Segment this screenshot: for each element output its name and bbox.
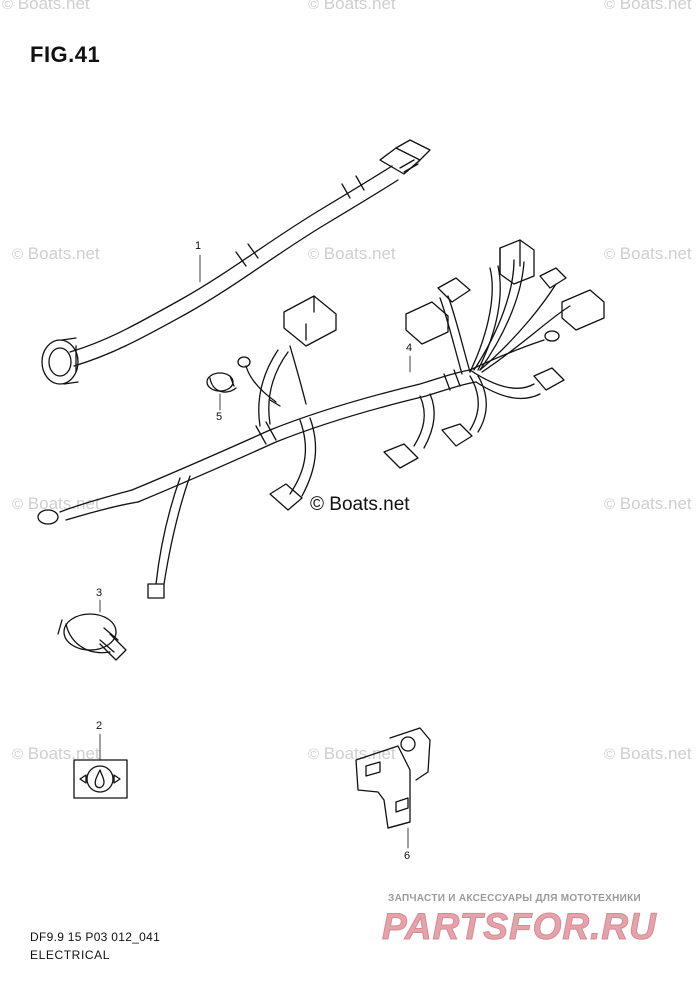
- watermark: © Boats.net: [308, 0, 396, 13]
- watermark: © Boats.net: [12, 494, 100, 513]
- center-watermark: © Boats.net: [310, 494, 410, 515]
- watermark: © Boats.net: [604, 494, 692, 513]
- callout-5: 5: [216, 411, 223, 423]
- callout-6: 6: [404, 850, 411, 862]
- watermark: © Boats.net: [12, 244, 100, 263]
- brand-logo: PARTSFOR.RU: [382, 906, 657, 948]
- watermark: © Boats.net: [12, 744, 100, 763]
- watermark: © Boats.net: [308, 244, 396, 263]
- watermark: © Boats.net: [604, 0, 692, 13]
- watermark: © Boats.net: [308, 744, 396, 763]
- part-1-harness: [41, 139, 431, 385]
- callout-3: 3: [96, 587, 103, 599]
- brand-tagline: ЗАПЧАСТИ И АКСЕССУАРЫ ДЛЯ МОТОТЕХНИКИ: [388, 893, 641, 904]
- callout-2: 2: [96, 720, 103, 732]
- footer-section-name: ELECTRICAL: [30, 948, 111, 962]
- part-6-bracket: [355, 727, 431, 829]
- callout-4: 4: [406, 342, 413, 354]
- part-2-decal: [73, 759, 128, 799]
- watermark: © Boats.net: [604, 244, 692, 263]
- part-4-main-harness: [37, 239, 605, 599]
- watermark: © Boats.net: [604, 744, 692, 763]
- part-3-oil-pressure-switch: [57, 613, 127, 661]
- part-5-clamp: [206, 372, 237, 393]
- figure-title: FIG.41: [30, 42, 101, 67]
- footer-diagram-code: DF9.9 15 P03 012_041: [30, 930, 161, 944]
- watermark: © Boats.net: [2, 0, 90, 13]
- callout-1: 1: [195, 240, 202, 252]
